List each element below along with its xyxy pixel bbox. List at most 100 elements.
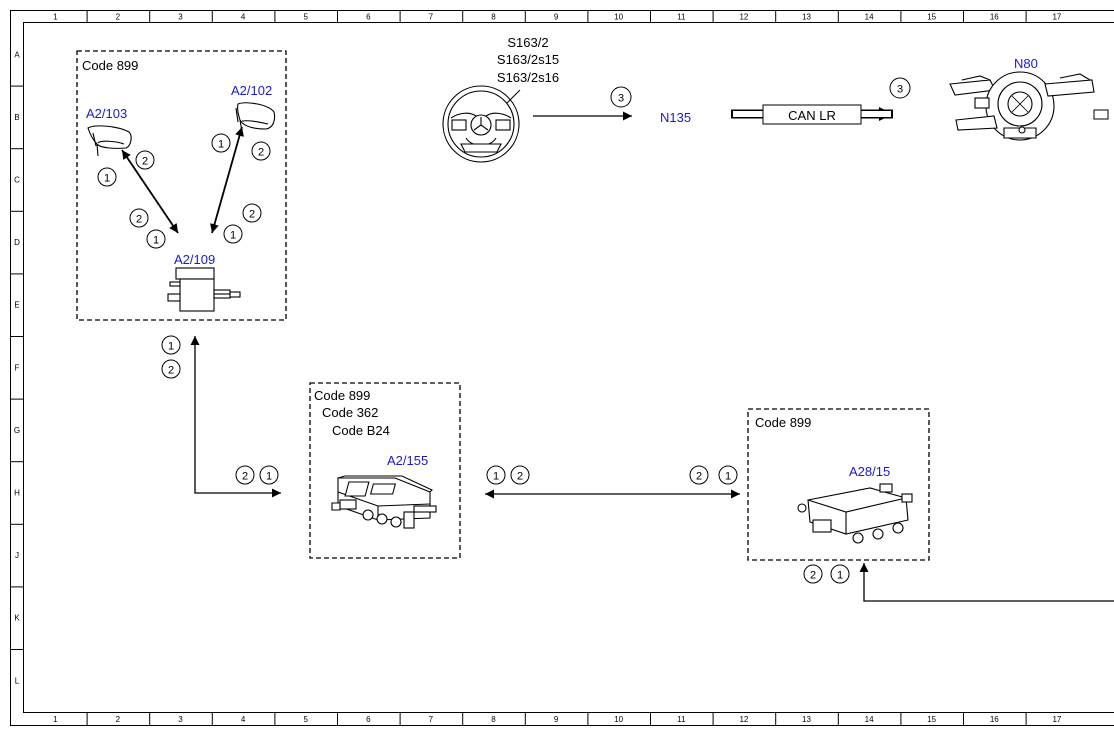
frame-grid-label: J: [15, 551, 19, 560]
marker: 1: [97, 167, 117, 187]
link-a2-155-to-left-box: [190, 336, 281, 498]
frame-grid-label: 17: [1052, 13, 1061, 22]
svg-text:2: 2: [810, 570, 816, 582]
label-a2-103: A2/103: [86, 106, 127, 121]
frame-grid-label: 4: [241, 13, 246, 22]
frame-ticks: [10, 10, 1027, 726]
marker: 1: [486, 465, 506, 485]
marker: 1: [146, 229, 166, 249]
frame-grid-label: 10: [614, 715, 623, 724]
frame-grid-label: F: [15, 363, 20, 372]
frame-grid-label: 15: [927, 715, 936, 724]
label-s163-2: S163/2: [507, 35, 548, 50]
svg-text:3: 3: [618, 93, 624, 105]
frame-grid-label: 16: [990, 715, 999, 724]
svg-text:1: 1: [153, 235, 159, 247]
frame-grid-label: K: [14, 614, 20, 623]
svg-text:2: 2: [242, 471, 248, 483]
frame-grid-label: B: [14, 113, 19, 122]
svg-text:2: 2: [136, 214, 142, 226]
frame-grid-label: 13: [802, 13, 811, 22]
frame-grid-label: 13: [802, 715, 811, 724]
svg-text:1: 1: [266, 471, 272, 483]
frame-grid-label: 1: [53, 13, 58, 22]
marker: 2: [129, 208, 149, 228]
marker: 2: [510, 465, 530, 485]
svg-text:2: 2: [517, 471, 523, 483]
frame-grid-label: 14: [865, 13, 874, 22]
frame-grid-label: 15: [927, 13, 936, 22]
frame-grid-label: 1: [53, 715, 58, 724]
marker: 2: [161, 359, 181, 379]
frame-grid-label: 8: [491, 13, 496, 22]
frame-inner: [23, 22, 1114, 713]
frame-grid-label: C: [14, 176, 20, 185]
label-n135: N135: [660, 110, 691, 125]
marker: 3: [889, 77, 911, 99]
svg-text:1: 1: [168, 341, 174, 353]
frame-grid-label: 11: [677, 13, 686, 22]
marker: 2: [689, 465, 709, 485]
svg-text:2: 2: [258, 147, 264, 159]
marker: 1: [211, 133, 231, 153]
link-a2-103-a2-109: [121, 149, 179, 234]
code-box-right: [747, 408, 930, 561]
mirror-icon: [87, 125, 132, 157]
middle-box-code-3: Code B24: [332, 423, 390, 438]
can-lr-bus: CAN LR: [731, 104, 893, 125]
marker: 2: [251, 141, 271, 161]
frame-grid-label: L: [15, 676, 20, 685]
control-unit-icon: [331, 475, 437, 529]
svg-text:1: 1: [104, 173, 110, 185]
frame-grid-label: 5: [303, 13, 308, 22]
link-a2-102-a2-109: [210, 126, 244, 234]
svg-text:1: 1: [837, 570, 843, 582]
frame-grid-label: 2: [116, 13, 121, 22]
frame-grid-label: 16: [990, 13, 999, 22]
frame-outer: [10, 10, 1114, 726]
svg-text:1: 1: [725, 471, 731, 483]
mirror-icon: [235, 102, 276, 133]
marker: 1: [830, 564, 850, 584]
control-unit-icon: [167, 267, 241, 312]
svg-text:1: 1: [493, 471, 499, 483]
svg-text:1: 1: [230, 230, 236, 242]
marker: 3: [610, 86, 632, 108]
frame-grid-label: A: [14, 50, 20, 59]
frame-grid-label: 6: [366, 715, 371, 724]
frame-grid-label: 17: [1052, 715, 1061, 724]
svg-text:1: 1: [218, 139, 224, 151]
label-a2-102: A2/102: [231, 83, 272, 98]
right-box-code: Code 899: [755, 415, 811, 430]
marker: 1: [718, 465, 738, 485]
svg-text:2: 2: [168, 365, 174, 377]
marker: 1: [161, 335, 181, 355]
code-box-left: [76, 50, 287, 321]
frame-grid-label: D: [14, 238, 20, 247]
label-s163-2s15: S163/2s15: [497, 52, 559, 67]
link-to-a28-15: [859, 563, 1114, 602]
frame-grid-label: 8: [491, 715, 496, 724]
frame-grid-label: E: [14, 301, 19, 310]
steering-wheel-icon: [442, 85, 521, 163]
code-box-middle: [309, 382, 461, 559]
frame-grid-label: H: [14, 489, 20, 498]
frame-grid-label: 7: [429, 13, 434, 22]
svg-text:3: 3: [897, 84, 903, 96]
label-a2-155: A2/155: [387, 453, 428, 468]
frame-grid-label: 11: [677, 715, 686, 724]
bus-stub-right: [1093, 109, 1109, 120]
frame-grid-label: 14: [865, 715, 874, 724]
frame-grid-label: 12: [739, 715, 748, 724]
frame-grid-label: 10: [614, 13, 623, 22]
label-n80: N80: [1014, 56, 1038, 71]
svg-text:2: 2: [249, 209, 255, 221]
frame-grid-label: 2: [116, 715, 121, 724]
marker: 2: [803, 564, 823, 584]
frame-grid-label: 3: [178, 13, 183, 22]
control-unit-icon: [797, 483, 913, 544]
svg-text:2: 2: [142, 156, 148, 168]
label-s163-2s16: S163/2s16: [497, 70, 559, 85]
marker: 2: [135, 150, 155, 170]
